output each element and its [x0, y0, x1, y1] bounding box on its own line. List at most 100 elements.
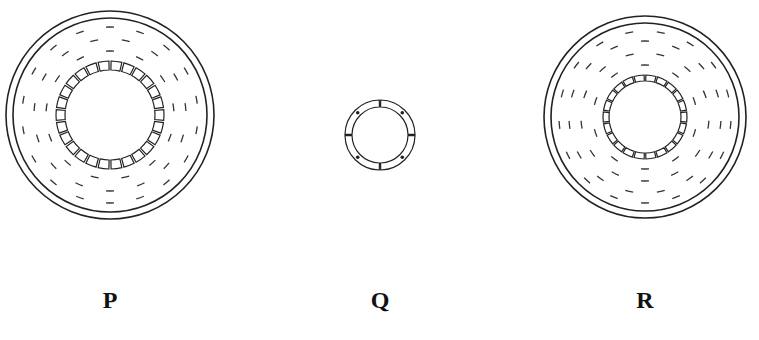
wall-dash: [657, 32, 665, 33]
wall-dash: [50, 45, 56, 50]
wall-dash: [610, 46, 617, 49]
wall-dash: [580, 121, 582, 129]
wall-dash: [577, 151, 581, 158]
cell: [665, 82, 676, 93]
wall-dash: [106, 50, 114, 51]
wall-dash: [611, 73, 617, 78]
wall-dash: [584, 91, 587, 98]
wall-dash: [695, 150, 700, 157]
cell: [111, 61, 122, 71]
wall-dash: [184, 155, 188, 162]
wall-dash: [684, 67, 690, 72]
wall-dash: [720, 152, 724, 159]
wall-dash: [163, 45, 169, 50]
wall-dash: [106, 26, 114, 27]
wall-dash: [709, 151, 713, 158]
wall-dash: [703, 91, 706, 98]
cell: [56, 110, 65, 121]
wall-dash: [610, 196, 617, 199]
wall-dash: [561, 90, 563, 98]
wall-dash: [184, 103, 186, 111]
wall-dash: [572, 90, 574, 98]
wall-dash: [45, 103, 47, 111]
wall-dash: [196, 96, 197, 104]
wall-dash: [160, 75, 165, 82]
cell: [86, 63, 98, 75]
wall-dash: [711, 62, 716, 68]
wall-dash: [62, 51, 68, 56]
wall-dash: [42, 74, 46, 81]
wall-dash: [32, 68, 36, 75]
outer-wall: [6, 11, 214, 219]
wall-dash: [32, 155, 36, 162]
wall-dash: [136, 57, 143, 61]
wall-dash: [65, 160, 71, 165]
cell: [673, 133, 683, 144]
wall-dash: [641, 168, 649, 169]
cell: [148, 85, 161, 98]
wall-dash: [174, 74, 178, 81]
wall-dash: [693, 97, 695, 105]
wall-dash: [76, 196, 84, 199]
cell: [75, 68, 88, 81]
wall-dash: [49, 134, 52, 141]
wall-dash: [625, 32, 633, 33]
nucleus: [400, 155, 404, 159]
wall-dash: [566, 152, 570, 159]
outer-wall: [551, 23, 739, 211]
wall-dash: [75, 183, 82, 186]
nucleus: [356, 111, 360, 115]
wall-dash: [574, 62, 579, 68]
cell: [656, 148, 667, 157]
endothelium: [345, 100, 415, 170]
cell: [623, 77, 634, 86]
wall-dash: [37, 135, 39, 143]
nucleus: [400, 111, 404, 115]
wall-dash: [586, 63, 591, 69]
wall-dash: [121, 176, 129, 178]
wall-dash: [641, 202, 649, 203]
wall-dash: [719, 121, 721, 129]
wall-dash: [594, 97, 596, 105]
figure-label: P: [103, 287, 118, 314]
wall-dash: [196, 126, 197, 134]
figure-label: R: [636, 287, 653, 314]
wall-dash: [699, 63, 704, 69]
cell: [60, 132, 73, 145]
cell: [111, 159, 122, 169]
wall-dash: [657, 190, 665, 192]
wall-dash: [641, 40, 649, 41]
endothelium: [56, 61, 164, 169]
wall-dash: [672, 157, 678, 162]
cell: [86, 155, 98, 167]
wall-dash: [597, 176, 603, 181]
outer-wall: [544, 16, 746, 218]
wall-dash: [137, 183, 144, 186]
cell: [607, 133, 617, 144]
cell: [678, 100, 686, 111]
cell: [132, 149, 145, 162]
nucleus: [356, 155, 360, 159]
wall-dash: [671, 172, 678, 176]
cell: [634, 75, 644, 82]
wall-dash: [50, 180, 56, 185]
wall-dash: [594, 129, 596, 137]
wall-dash: [600, 67, 606, 72]
cell: [646, 75, 656, 82]
wall-dash: [686, 176, 692, 181]
figure-label: Q: [371, 287, 390, 314]
cell: [57, 121, 68, 133]
cell: [603, 112, 609, 122]
wall-dash: [122, 40, 130, 42]
cell: [98, 159, 109, 169]
wall-dash: [558, 121, 560, 129]
wall-dash: [106, 190, 114, 191]
cell: [381, 100, 415, 134]
cell: [57, 97, 68, 109]
cell: [122, 155, 134, 167]
cell: [623, 148, 634, 157]
cell: [656, 77, 667, 86]
endothelium: [603, 75, 687, 159]
wall-dash: [611, 157, 617, 162]
cell: [614, 141, 625, 152]
